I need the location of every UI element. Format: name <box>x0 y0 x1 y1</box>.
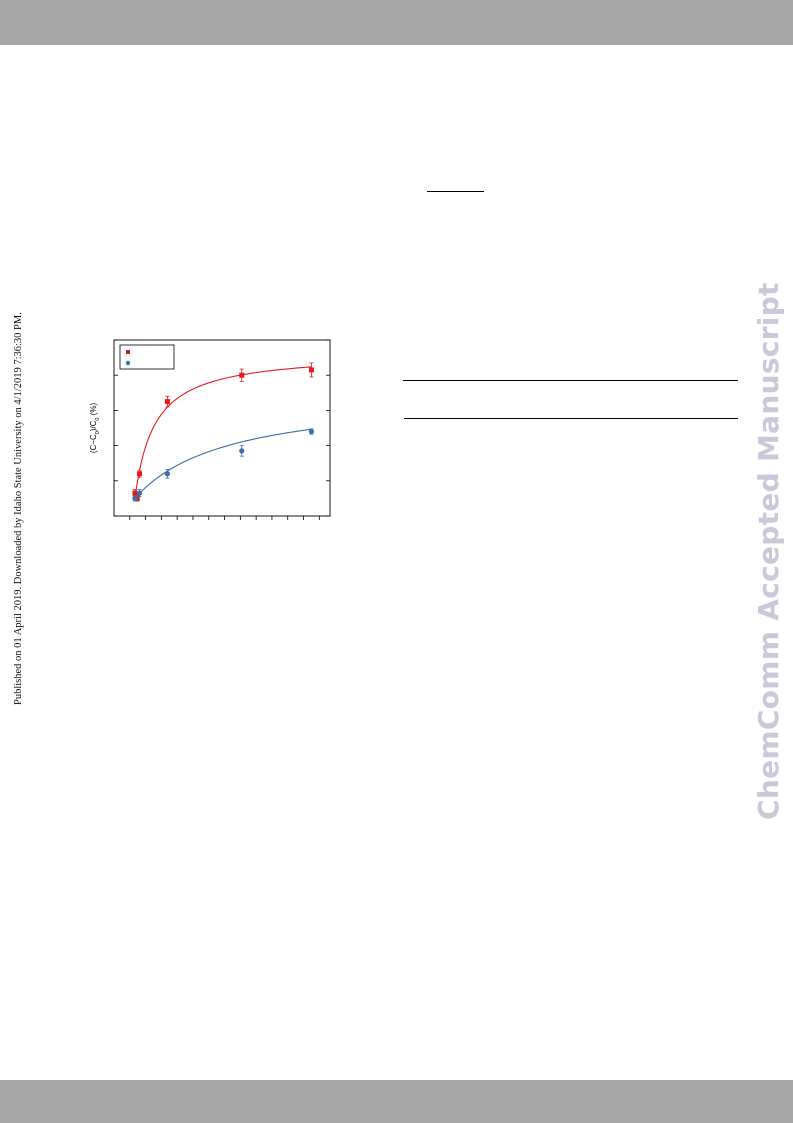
bottom-banner <box>0 1080 793 1123</box>
data-point-square <box>132 490 138 496</box>
fit-curve-1 <box>134 428 312 499</box>
kinetics-chart: (C−C0)/C0 (%) <box>89 339 331 520</box>
formula-fraction-bar <box>427 191 484 192</box>
table-top-rule <box>403 380 738 381</box>
y-axis-label-part: (C−C <box>89 434 98 453</box>
fit-curve-0 <box>134 366 312 499</box>
legend-marker-square <box>126 350 130 354</box>
legend-box <box>119 344 175 370</box>
y-axis-label-part: )/C <box>89 420 98 431</box>
data-point-circle <box>164 471 171 477</box>
y-axis-label-part: 0 <box>95 417 101 420</box>
y-axis-label-part: 0 <box>95 431 101 434</box>
y-axis-label-part: (%) <box>89 402 98 417</box>
legend-marker-circle <box>125 360 131 366</box>
data-point-square <box>308 367 314 373</box>
data-point-circle <box>136 490 143 496</box>
table-bottom-rule <box>404 418 738 419</box>
data-point-circle <box>308 428 315 435</box>
data-point-square <box>239 372 245 378</box>
data-point-square <box>164 399 170 405</box>
data-point-square <box>137 471 143 477</box>
plot-frame <box>113 339 331 517</box>
accepted-manuscript-watermark: ChemComm Accepted Manuscript <box>752 282 785 820</box>
data-point-circle <box>239 448 245 454</box>
top-banner <box>0 0 793 45</box>
y-axis-label: (C−C0)/C0 (%) <box>89 402 101 453</box>
publication-note: Published on 01 April 2019. Downloaded b… <box>13 312 24 705</box>
data-point-circle <box>132 495 138 501</box>
